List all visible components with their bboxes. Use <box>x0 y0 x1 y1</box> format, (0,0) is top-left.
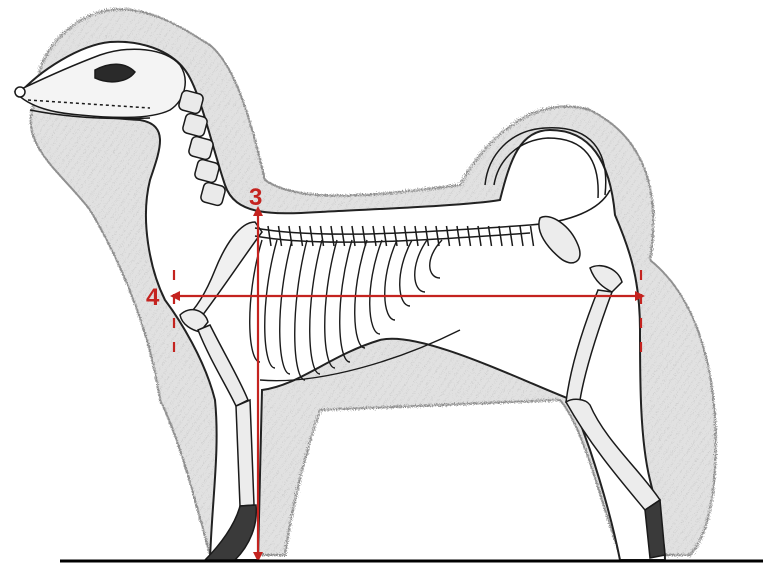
skull <box>15 49 185 118</box>
length-marker-label: 4 <box>146 284 160 311</box>
height-marker-label: 3 <box>249 184 262 211</box>
